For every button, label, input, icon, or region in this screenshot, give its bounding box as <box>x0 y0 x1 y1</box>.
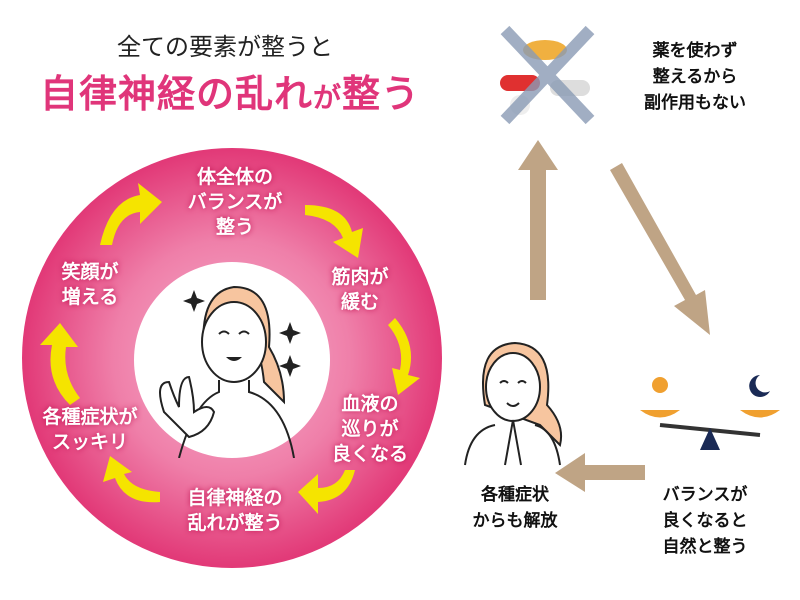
center-circle <box>134 262 330 459</box>
step-text: 巡りが <box>341 418 399 440</box>
step-text: 増える <box>61 286 119 308</box>
step-text: スッキリ <box>51 431 128 453</box>
arrow-icon <box>40 323 80 405</box>
arrow-up-icon <box>518 140 558 300</box>
text-line: 薬を使わず <box>652 41 738 61</box>
no-medicine-icon <box>500 25 595 125</box>
step-text: 自律神経の <box>187 487 283 509</box>
step-text: 乱れが整う <box>187 512 283 534</box>
text-line: 良くなると <box>662 511 748 531</box>
relief-text: 各種症状からも解放 <box>450 482 580 534</box>
arrow-left-icon <box>555 453 645 492</box>
title-part: 自律神経の乱れ <box>39 71 313 116</box>
smiling-woman-ok-icon <box>159 285 301 459</box>
arrow-icon <box>103 456 160 503</box>
step-text: 笑顔が <box>61 261 119 283</box>
step-text: 整う <box>215 216 254 238</box>
arrow-icon <box>298 470 355 514</box>
cycle-step: 筋肉が緩む <box>320 265 400 315</box>
main-title: 自律神経の乱れが整う <box>30 72 430 120</box>
step-text: 筋肉が <box>331 266 389 288</box>
cycle-step: 各種症状がスッキリ <box>30 405 150 455</box>
cycle-step: 自律神経の乱れが整う <box>170 486 300 536</box>
step-text: 良くなる <box>331 443 408 465</box>
arrow-down-right-icon <box>610 163 710 335</box>
balance-text: バランスが良くなると自然と整う <box>630 482 780 560</box>
arrow-icon <box>305 205 363 258</box>
cycle-arrows <box>40 183 420 514</box>
sun-icon <box>652 377 668 393</box>
title-part: 整う <box>342 71 421 116</box>
subtitle: 全ての要素が整うと <box>117 33 333 61</box>
step-text: 各種症状が <box>42 406 138 428</box>
text-line: 整えるから <box>652 67 738 87</box>
text-line: 各種症状 <box>481 485 549 505</box>
step-text: 緩む <box>340 291 379 313</box>
sparkle-icon <box>279 355 301 377</box>
arrow-icon <box>100 183 162 245</box>
balance-scale-icon <box>640 375 780 450</box>
title-part: が <box>312 81 342 114</box>
arrow-icon <box>388 318 420 395</box>
cycle-step: 血液の巡りが良くなる <box>320 392 420 467</box>
flow-arrows <box>518 140 710 492</box>
text-line: 自然と整う <box>662 537 748 557</box>
cycle-step: 体全体のバランスが整う <box>170 165 300 240</box>
text-line: バランスが <box>662 485 748 505</box>
benefit-text: 薬を使わず整えるから副作用もない <box>625 38 765 116</box>
step-text: 体全体の <box>196 166 273 188</box>
cycle-step: 笑顔が増える <box>50 260 130 310</box>
step-text: 血液の <box>341 393 399 415</box>
relieved-woman-icon <box>464 341 563 466</box>
text-line: からも解放 <box>472 511 558 531</box>
sparkle-icon <box>183 290 205 312</box>
text-line: 副作用もない <box>644 93 746 113</box>
sparkle-icon <box>279 322 301 344</box>
moon-icon <box>749 375 770 397</box>
step-text: バランスが <box>187 191 283 213</box>
